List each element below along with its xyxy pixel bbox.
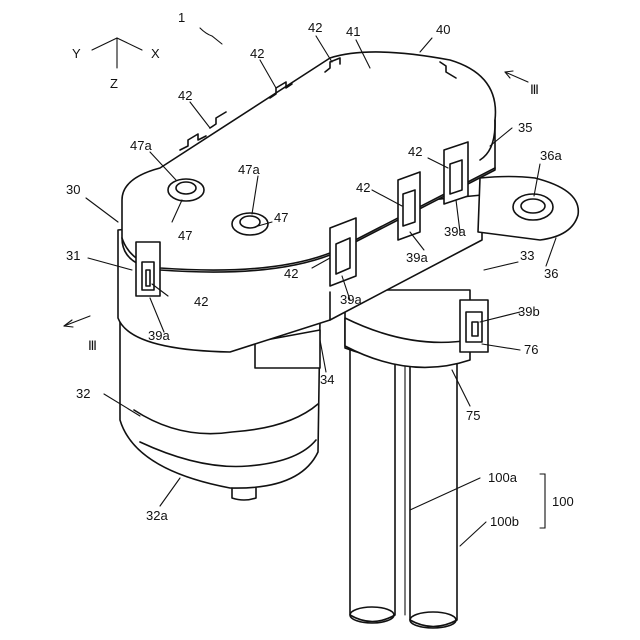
label-42-left: 42 — [194, 294, 208, 309]
label-32a: 32a — [146, 508, 168, 523]
label-42-top-c: 42 — [178, 88, 192, 103]
label-75: 75 — [466, 408, 480, 423]
label-30: 30 — [66, 182, 80, 197]
label-35: 35 — [518, 120, 532, 135]
label-39a-mid: 39a — [340, 292, 362, 307]
label-36a: 36a — [540, 148, 562, 163]
axis-indicator: Y X Z — [72, 38, 160, 91]
label-1: 1 — [178, 10, 185, 25]
label-47a-right: 47a — [238, 162, 260, 177]
label-47a-left: 47a — [130, 138, 152, 153]
label-100: 100 — [552, 494, 574, 509]
label-39b: 39b — [518, 304, 540, 319]
mounting-bracket — [478, 177, 578, 241]
axis-z-label: Z — [110, 76, 118, 91]
label-33: 33 — [520, 248, 534, 263]
label-47-right: 47 — [274, 210, 288, 225]
section-label-right: Ⅲ — [530, 82, 539, 97]
label-47-left: 47 — [178, 228, 192, 243]
label-32: 32 — [76, 386, 90, 401]
label-42-top-b: 42 — [250, 46, 264, 61]
label-39a-left: 39a — [148, 328, 170, 343]
label-41: 41 — [346, 24, 360, 39]
label-40: 40 — [436, 22, 450, 37]
label-39a-right: 39a — [444, 224, 466, 239]
pipe-assembly — [350, 340, 457, 628]
label-36: 36 — [544, 266, 558, 281]
axis-y-label: Y — [72, 46, 81, 61]
pipe-100a — [350, 340, 395, 622]
label-34: 34 — [320, 372, 334, 387]
label-42-right: 42 — [408, 144, 422, 159]
label-42-lower: 42 — [284, 266, 298, 281]
label-31: 31 — [66, 248, 80, 263]
label-42-top-a: 42 — [308, 20, 322, 35]
axis-x-label: X — [151, 46, 160, 61]
section-marker-left: Ⅲ — [64, 316, 97, 353]
label-76: 76 — [524, 342, 538, 357]
label-42-mid: 42 — [356, 180, 370, 195]
section-marker-right: Ⅲ — [505, 71, 539, 97]
label-100a: 100a — [488, 470, 518, 485]
pipe-100b — [410, 352, 457, 627]
section-label-left: Ⅲ — [88, 338, 97, 353]
label-39a-mid-right: 39a — [406, 250, 428, 265]
label-100b: 100b — [490, 514, 519, 529]
